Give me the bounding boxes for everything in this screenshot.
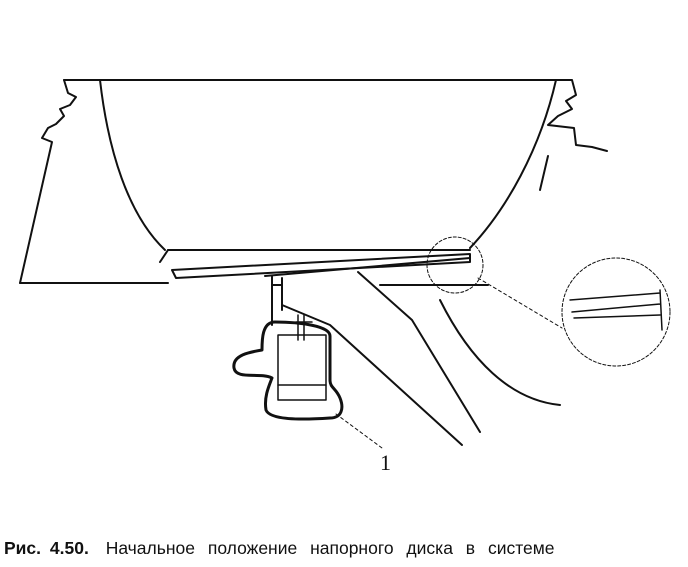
clamp-screw (295, 314, 313, 341)
support-arm-left (281, 304, 463, 446)
figure-caption: Рис. 4.50. Начальное положение напорного… (4, 538, 688, 559)
drum-curve (439, 299, 561, 406)
detail-circle-large (561, 257, 671, 367)
callout-label-1: 1 (380, 450, 391, 475)
caption-label: Рис. 4.50. (4, 538, 89, 558)
hose-clamp (232, 320, 344, 421)
detail-circle-small (426, 236, 484, 294)
disc-seat-line (264, 257, 471, 277)
technical-drawing: 1 (19, 79, 671, 475)
pressure-disc (171, 253, 471, 279)
housing-right-wall (539, 155, 549, 191)
detail-disc-magnified (569, 289, 663, 331)
caption-text: Начальное положение напорного диска в си… (105, 538, 555, 558)
bowl-left-curve (99, 79, 166, 251)
bowl-right-curve (469, 79, 557, 249)
callout-leader (335, 413, 383, 449)
disc-stem (271, 275, 283, 326)
housing-top-rim (63, 79, 608, 152)
detail-leader (477, 277, 563, 329)
support-arm-right (357, 271, 481, 433)
clamp-inner (277, 334, 327, 401)
housing-left-wall (19, 79, 77, 284)
tank-floor-left (159, 249, 169, 263)
